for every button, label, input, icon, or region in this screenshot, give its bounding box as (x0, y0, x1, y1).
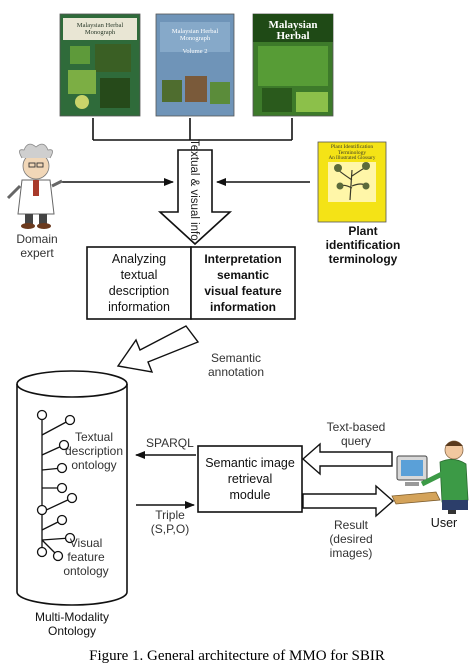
book-cover-2 (155, 13, 235, 117)
user-label: User (430, 516, 458, 530)
domain-expert-figure (6, 143, 63, 229)
query-arrow (301, 442, 393, 476)
book-1-title: Malaysian Herbal Monograph (76, 22, 124, 36)
book-cover-1 (59, 13, 141, 117)
multi-modality-ontology-cylinder (16, 370, 128, 606)
sparql-label: SPARQL (146, 436, 194, 450)
plant-terminology-book (317, 141, 387, 223)
figure-caption: Figure 1. General architecture of MMO fo… (89, 648, 385, 664)
textual-visual-info-arrow (157, 149, 233, 246)
analyzing-box (86, 246, 192, 320)
books-bracket (92, 118, 293, 141)
user-at-computer (391, 440, 469, 514)
book-3-title: Malaysian Herbal (268, 19, 318, 42)
interpretation-box (190, 246, 296, 320)
plant-book-subtitle: An Illustrated Glossary (328, 156, 376, 161)
triple-label: Triple(S,P,O) (150, 508, 190, 536)
plant-book-title: Plant Identification Terminology (330, 144, 374, 156)
book-2-subtitle: Volume 2 (182, 48, 208, 55)
retrieval-module-box (197, 445, 303, 513)
result-arrow (302, 484, 395, 518)
semantic-annotation-arrow (116, 325, 200, 373)
book-cover-3 (252, 13, 334, 117)
ontology-tree (36, 409, 78, 562)
book-2-title: Malaysian Herbal Monograph (171, 28, 219, 42)
textual-visual-info-label: Textual & visual info (188, 139, 200, 241)
